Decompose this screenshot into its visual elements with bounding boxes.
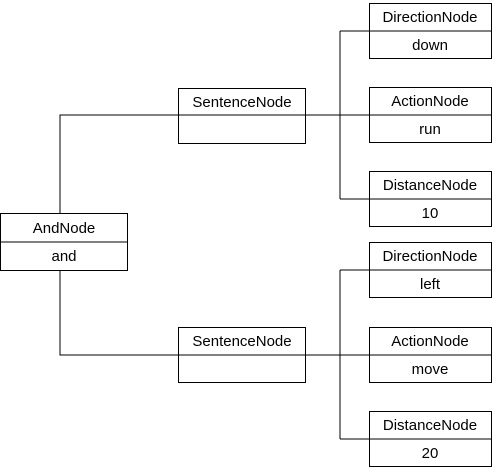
action-node-1-type: ActionNode bbox=[391, 93, 469, 110]
direction-node-2-value: left bbox=[420, 276, 441, 293]
action-node-1-value: run bbox=[419, 121, 441, 138]
and-node-value: and bbox=[51, 248, 76, 265]
action-node-2-value: move bbox=[412, 361, 449, 378]
sentence-node-1-box bbox=[178, 88, 306, 144]
distance-node-2-value: 20 bbox=[422, 445, 439, 462]
sentence-node-2: SentenceNode bbox=[178, 327, 306, 383]
connector-root-s1 bbox=[59, 114, 178, 214]
distance-node-2: DistanceNode 20 bbox=[369, 411, 492, 467]
connector-root-s2 bbox=[59, 270, 178, 356]
and-node: AndNode and bbox=[0, 213, 128, 271]
connector-s1-children bbox=[306, 30, 369, 200]
and-node-type: AndNode bbox=[33, 220, 96, 237]
direction-node-2-type: DirectionNode bbox=[382, 248, 477, 265]
connectors bbox=[59, 30, 369, 440]
direction-node-1: DirectionNode down bbox=[369, 3, 492, 59]
direction-node-1-value: down bbox=[412, 37, 448, 54]
sentence-node-1: SentenceNode bbox=[178, 88, 306, 144]
sentence-node-2-type: SentenceNode bbox=[192, 333, 291, 350]
distance-node-2-type: DistanceNode bbox=[383, 417, 477, 434]
distance-node-1: DistanceNode 10 bbox=[369, 171, 492, 227]
distance-node-1-type: DistanceNode bbox=[383, 177, 477, 194]
action-node-2: ActionNode move bbox=[369, 327, 492, 383]
direction-node-1-type: DirectionNode bbox=[382, 9, 477, 26]
sentence-node-1-type: SentenceNode bbox=[192, 94, 291, 111]
connector-s2-children bbox=[306, 269, 369, 440]
action-node-1: ActionNode run bbox=[369, 87, 492, 143]
distance-node-1-value: 10 bbox=[422, 205, 439, 222]
action-node-2-type: ActionNode bbox=[391, 333, 469, 350]
direction-node-2: DirectionNode left bbox=[369, 242, 492, 298]
